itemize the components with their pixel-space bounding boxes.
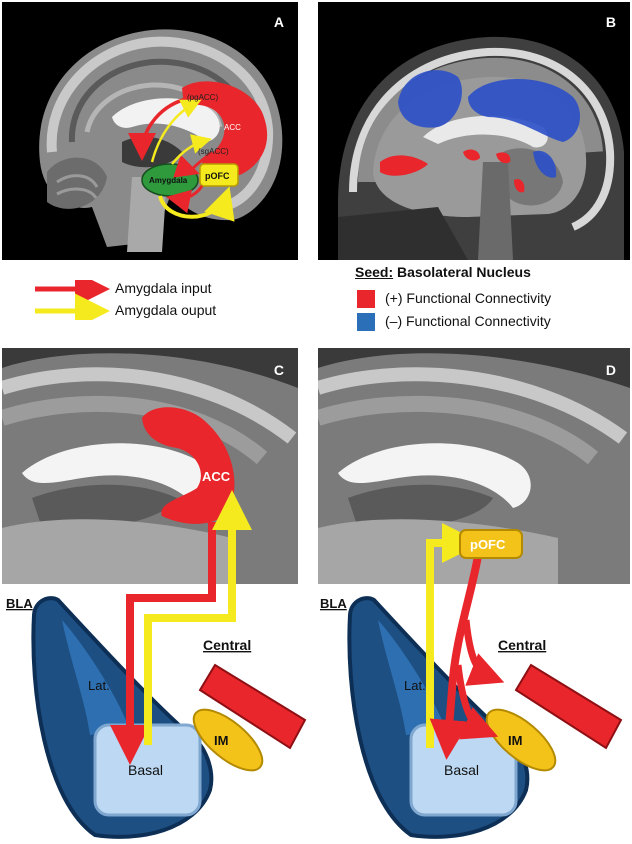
panel-c-letter: C [273, 362, 284, 378]
bla-label-left: BLA [6, 596, 33, 611]
lateral-label-left: Lat. [88, 678, 110, 693]
legend-seed-title: Seed: Basolateral Nucleus [355, 264, 531, 280]
basal-to-acc-output-arrow [144, 490, 252, 745]
basal-label-right: Basal [444, 762, 479, 778]
legend-seed-prefix: Seed: [355, 264, 394, 280]
central-label-right: Central [498, 637, 546, 653]
legend-arrows [35, 280, 110, 320]
panel-d-letter: D [605, 362, 616, 378]
label-acc: ACC [224, 123, 241, 132]
pofc-to-central-input-arrow [462, 619, 505, 686]
panel-b-brain-image [338, 36, 624, 260]
central-nucleus-left [198, 663, 307, 750]
panel-b-letter: B [605, 14, 616, 30]
pofc-to-basal-input-arrow [429, 555, 482, 760]
im-label-left: IM [214, 733, 228, 748]
im-label-right: IM [508, 733, 522, 748]
central-label-left: Central [203, 637, 251, 653]
pofc-label: pOFC [470, 537, 506, 552]
basal-label-left: Basal [128, 762, 163, 778]
panel-c: ACC C [2, 348, 298, 584]
legend-input-label: Amygdala input [115, 280, 212, 296]
legend-positive-label: (+) Functional Connectivity [385, 290, 552, 306]
lateral-nucleus-left [62, 620, 130, 735]
central-nucleus-right [514, 663, 623, 750]
label-sgacc: (sgACC) [198, 147, 229, 156]
pofc-to-im-input-arrow [454, 664, 499, 740]
panel-b: B [318, 2, 630, 260]
bla-label-right: BLA [320, 596, 347, 611]
pofc-box [459, 529, 523, 559]
label-pgacc: (pgACC) [187, 93, 218, 102]
im-nucleus-left [192, 708, 264, 772]
acc-label: ACC [202, 469, 231, 484]
basal-to-pofc-output-arrow [426, 523, 482, 748]
label-amygdala: Amygdala [149, 176, 188, 185]
legend-negative-swatch [357, 313, 375, 331]
legend-negative-label: (–) Functional Connectivity [385, 313, 551, 329]
acc-to-basal-input-arrow [110, 522, 216, 765]
panel-a-letter: A [273, 14, 284, 30]
legend-output-label: Amygdala ouput [115, 302, 217, 318]
legend-seed-name: Basolateral Nucleus [397, 264, 531, 280]
panel-a: (pgACC) ACC (sgACC) Amygdala pOFC A [2, 2, 298, 260]
panel-c-brain-image: ACC [2, 348, 298, 584]
legend-positive-swatch [357, 290, 375, 308]
label-pofc: pOFC [205, 171, 230, 181]
lateral-label-right: Lat. [404, 678, 426, 693]
panel-a-brain-image: (pgACC) ACC (sgACC) Amygdala pOFC [39, 29, 283, 252]
acc-region [142, 407, 235, 524]
